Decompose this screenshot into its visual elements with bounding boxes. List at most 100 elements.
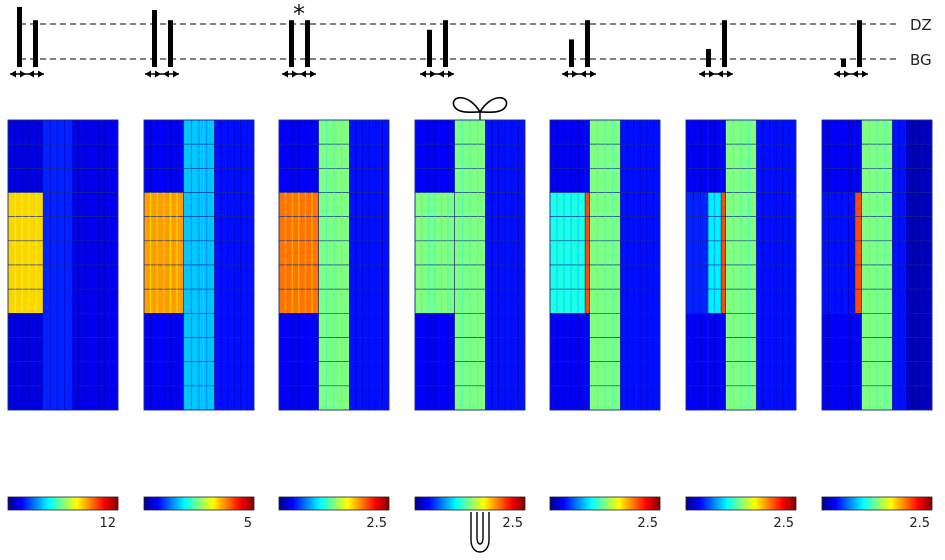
heatmap-cell — [7, 168, 44, 193]
heatmap-cell — [854, 240, 862, 266]
arrow-left-head — [562, 70, 568, 78]
heatmap-cell — [685, 192, 709, 217]
right-level-bar — [168, 20, 173, 67]
left-level-bar — [706, 49, 711, 67]
heatmap-cell — [584, 361, 590, 387]
heatmap-cell — [7, 361, 44, 387]
right-level-bar — [722, 20, 727, 67]
arrow-right-head — [727, 70, 733, 78]
heatmap-cell — [549, 143, 586, 169]
arrow-right-head — [310, 70, 316, 78]
arrow-mid-head — [580, 70, 586, 78]
arrow-left-head — [834, 70, 840, 78]
arrow-right-head — [862, 70, 868, 78]
reference-lines: DZ BG — [20, 16, 932, 69]
colorbar-tick-label: 2.5 — [502, 516, 523, 531]
heatmap-cell — [7, 143, 44, 169]
colorbar-1 — [7, 496, 119, 511]
heatmap-cell — [549, 192, 586, 217]
heatmap-cell — [821, 313, 856, 338]
panel-1: 12 — [7, 7, 119, 531]
arrow-mid-head — [438, 70, 444, 78]
heatmap-cell — [584, 264, 590, 290]
heatmap-cell — [685, 119, 709, 145]
heatmap-cell — [821, 288, 856, 314]
heatmap-cell — [7, 385, 44, 411]
left-level-bar — [841, 58, 846, 67]
heatmap-cell — [685, 337, 709, 362]
heatmap-cell — [821, 216, 856, 242]
heatmap-frame — [685, 119, 797, 411]
heatmap-cell — [584, 216, 590, 242]
panel-4: 2.5 — [414, 20, 526, 531]
right-level-bar — [33, 20, 38, 67]
heatmap-cell — [821, 264, 856, 290]
heatmap-cell — [549, 240, 586, 266]
heatmap-cell — [7, 240, 44, 266]
heatmap-cell — [685, 168, 709, 193]
colorbar-4 — [414, 496, 526, 511]
heatmap-cell — [71, 192, 119, 217]
heatmap-cell — [549, 168, 586, 193]
heatmap-cell — [720, 119, 726, 145]
heatmap-cell — [720, 337, 726, 362]
colorbar-tick-label: 2.5 — [909, 516, 930, 531]
arrow-left-head — [699, 70, 705, 78]
heatmap-cell — [854, 337, 862, 362]
colorbar-5 — [549, 496, 661, 511]
heatmap-cell — [821, 143, 856, 169]
arrow-mid-head — [28, 70, 34, 78]
right-level-bar — [857, 20, 862, 67]
heatmap-cell — [7, 192, 44, 217]
colorbar-tick-label: 2.5 — [773, 516, 794, 531]
heatmap-cell — [71, 264, 119, 290]
heatmap-cell — [685, 361, 709, 387]
colorbar-tick-label: 2.5 — [366, 516, 387, 531]
heatmap-cell — [720, 192, 726, 217]
heatmap-cell — [720, 288, 726, 314]
heatmap-cell — [7, 216, 44, 242]
heatmap-cell — [854, 216, 862, 242]
colorbar-2 — [143, 496, 255, 511]
heatmap-cell — [584, 385, 590, 411]
panel-5: 2.5 — [549, 20, 661, 531]
heatmap-cell — [7, 119, 44, 145]
bg-label: BG — [910, 51, 932, 69]
heatmap-cell — [549, 361, 586, 387]
panel-3: 2.5 — [278, 20, 390, 531]
colorbar-3 — [278, 496, 390, 511]
heatmap-cell — [71, 288, 119, 314]
arrow-left-head — [420, 70, 426, 78]
heatmap-cell — [821, 240, 856, 266]
heatmap-cell — [584, 288, 590, 314]
heatmap-cell — [685, 385, 709, 411]
heatmap-cell — [720, 313, 726, 338]
arrow-mid-head — [572, 70, 578, 78]
heatmap-cell — [821, 192, 856, 217]
heatmap-cell — [854, 192, 862, 217]
heatmap-cell — [720, 385, 726, 411]
heatmap-cell — [685, 264, 709, 290]
heatmap-cell — [685, 313, 709, 338]
arrow-left-head — [10, 70, 16, 78]
heatmap-cell — [720, 143, 726, 169]
heatmap-cell — [549, 313, 586, 338]
heatmap-cell — [720, 240, 726, 266]
heatmap-frame — [821, 119, 933, 411]
arrow-right-head — [448, 70, 454, 78]
heatmap-frame — [414, 119, 526, 411]
colorbar-6 — [685, 496, 797, 511]
significance-marker: * — [293, 0, 305, 28]
heatmap-cell — [821, 168, 856, 193]
heatmap-cell — [549, 216, 586, 242]
heatmap-cell — [71, 240, 119, 266]
left-level-bar — [17, 7, 22, 67]
right-level-bar — [305, 20, 310, 67]
left-level-bar — [152, 10, 157, 67]
colorbar-tick-label: 5 — [244, 516, 252, 531]
heatmap-cell — [854, 168, 862, 193]
heatmap-cell — [549, 119, 586, 145]
heatmap-cell — [549, 337, 586, 362]
heatmap-cell — [720, 168, 726, 193]
